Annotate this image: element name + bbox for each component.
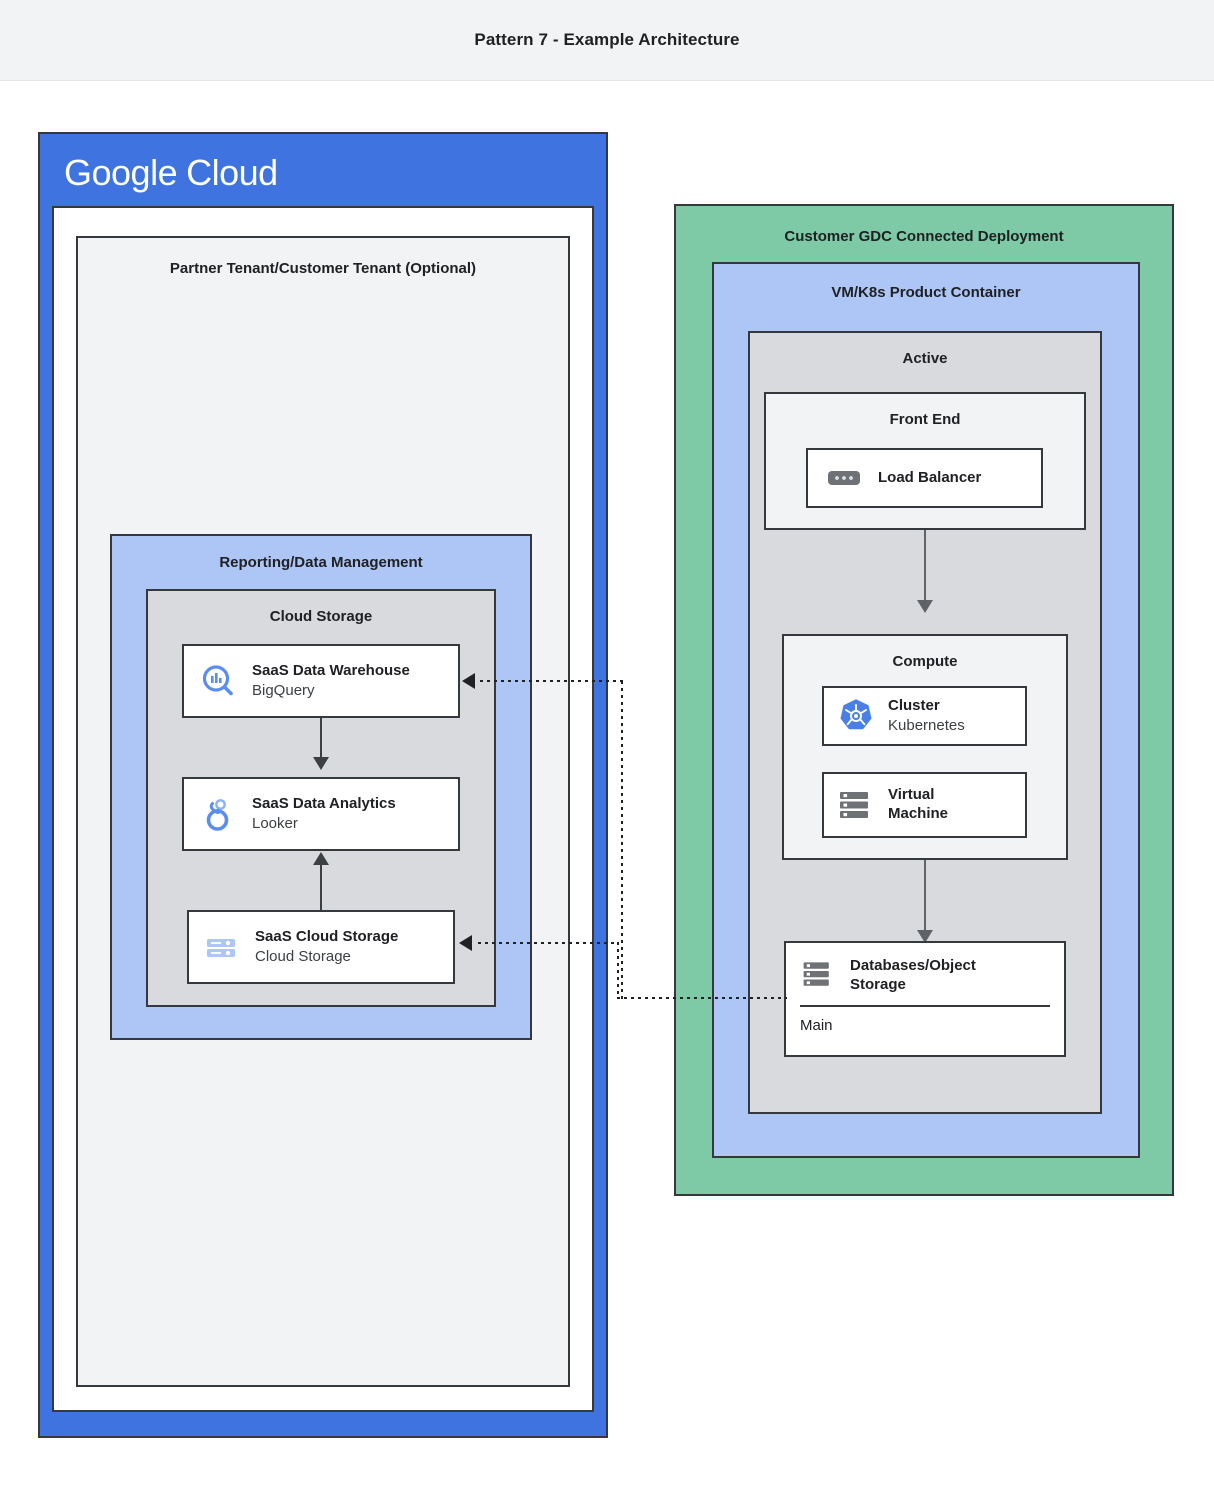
google-cloud-logo: Google Cloud (64, 152, 278, 194)
arrow-storage-to-analytics (320, 864, 322, 910)
node-load-balancer[interactable]: Load Balancer (806, 448, 1043, 508)
node-title: Cluster (888, 696, 940, 714)
node-title-line1: Databases/Object (850, 957, 976, 974)
node-saas-cloud-storage[interactable]: SaaS Cloud Storage Cloud Storage (187, 910, 455, 984)
node-title: SaaS Cloud Storage (255, 927, 399, 945)
arrow-compute-to-database-head (917, 930, 933, 943)
cloud-storage-icon (201, 927, 241, 967)
arrow-warehouse-to-analytics-head (313, 757, 329, 770)
load-balancer-icon (826, 466, 862, 490)
node-title: Virtual (888, 786, 935, 804)
dotted-connector-to-warehouse-head (462, 673, 475, 689)
looker-icon (198, 794, 238, 834)
node-product: Cloud Storage (255, 947, 351, 965)
arrow-frontend-to-compute (924, 530, 926, 602)
dotted-connector-to-warehouse (480, 680, 623, 682)
node-title-line2: Storage (850, 975, 906, 993)
arrow-compute-to-database (924, 860, 926, 932)
database-sub-label: Main (800, 1016, 833, 1034)
node-product: Looker (252, 814, 298, 832)
node-virtual-machine[interactable]: Virtual Machine (822, 772, 1027, 838)
arrow-frontend-to-compute-head (917, 600, 933, 613)
partner-tenant-title: Partner Tenant/Customer Tenant (Optional… (169, 260, 477, 277)
node-title: SaaS Data Warehouse (252, 661, 410, 679)
node-title: Load Balancer (878, 468, 982, 486)
node-databases-object-storage[interactable]: Databases/Object Storage Main (784, 941, 1066, 1057)
node-saas-data-analytics[interactable]: SaaS Data Analytics Looker (182, 777, 460, 851)
node-title: SaaS Data Analytics (252, 794, 396, 812)
dotted-connector-to-cloud-storage-head (459, 935, 472, 951)
page-header: Pattern 7 - Example Architecture (0, 0, 1214, 81)
node-product: Machine (888, 805, 949, 822)
dotted-connector-vertical-main (621, 681, 623, 999)
node-cluster-kubernetes[interactable]: Cluster Kubernetes (822, 686, 1027, 746)
dotted-connector-vertical-branch (617, 942, 619, 999)
compute-title: Compute (892, 653, 958, 670)
customer-gdc-title: Customer GDC Connected Deployment (784, 228, 1064, 245)
virtual-machine-icon (836, 787, 876, 823)
kubernetes-icon (836, 696, 876, 736)
database-divider (800, 1004, 1050, 1007)
google-cloud-logo-google: Google (64, 152, 178, 193)
google-cloud-logo-cloud: Cloud (186, 152, 278, 193)
arrow-warehouse-to-analytics (320, 718, 322, 760)
vm-k8s-product-title: VM/K8s Product Container (831, 284, 1021, 301)
dotted-connector-from-database (617, 997, 787, 999)
front-end-title: Front End (889, 411, 961, 428)
bigquery-icon (198, 661, 238, 701)
reporting-data-management-title: Reporting/Data Management (219, 554, 423, 571)
dotted-connector-to-cloud-storage (478, 942, 619, 944)
page-title: Pattern 7 - Example Architecture (474, 30, 740, 49)
cloud-storage-panel-title: Cloud Storage (269, 608, 373, 625)
node-product: BigQuery (252, 681, 315, 699)
node-product: Kubernetes (888, 716, 965, 734)
arrow-storage-to-analytics-head (313, 852, 329, 865)
active-title: Active (902, 350, 948, 367)
node-saas-data-warehouse[interactable]: SaaS Data Warehouse BigQuery (182, 644, 460, 718)
database-icon (800, 957, 836, 993)
